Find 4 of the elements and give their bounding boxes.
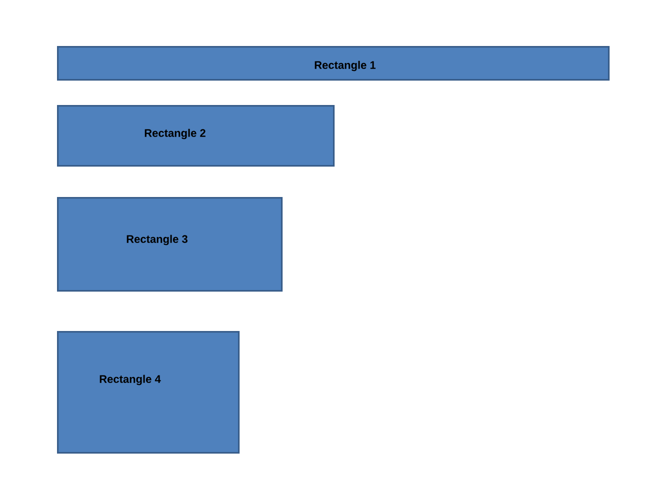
rectangle-box: Rectangle 1 bbox=[57, 46, 610, 81]
rectangle-box: Rectangle 3 bbox=[57, 197, 283, 292]
rectangle-box: Rectangle 2 bbox=[57, 105, 335, 167]
rectangle-box: Rectangle 4 bbox=[57, 331, 240, 454]
